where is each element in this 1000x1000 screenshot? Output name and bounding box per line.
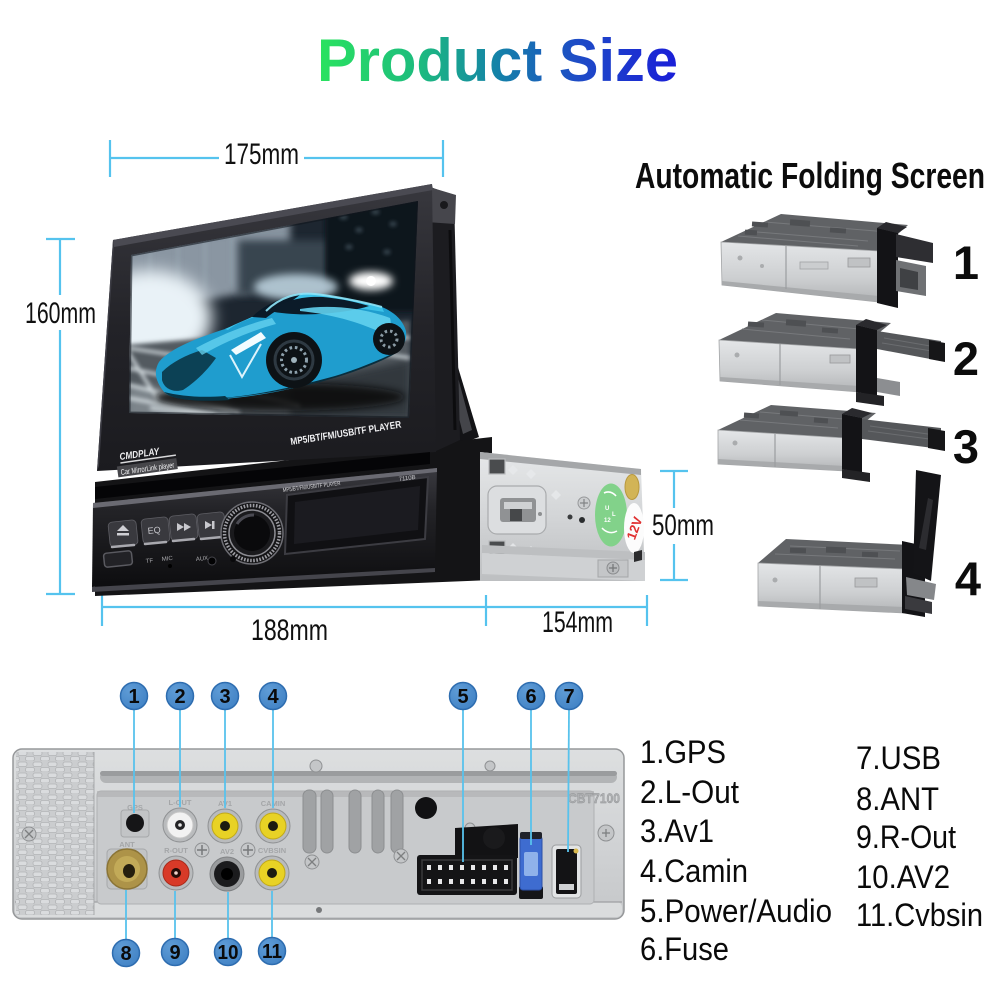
svg-text:1: 1 — [953, 236, 979, 289]
svg-text:154mm: 154mm — [542, 606, 613, 639]
svg-text:1.GPS: 1.GPS — [640, 734, 726, 770]
svg-text:8.ANT: 8.ANT — [856, 781, 939, 817]
svg-text:U: U — [605, 506, 609, 512]
svg-text:160mm: 160mm — [25, 297, 96, 330]
svg-text:CBT7100: CBT7100 — [568, 790, 620, 806]
svg-text:Automatic Folding Screen: Automatic Folding Screen — [635, 155, 985, 196]
svg-text:2: 2 — [953, 332, 979, 385]
svg-text:7110B: 7110B — [399, 475, 417, 483]
svg-text:AV2: AV2 — [220, 847, 234, 856]
svg-text:8: 8 — [120, 943, 131, 965]
svg-text:CVBSIN: CVBSIN — [258, 846, 286, 855]
svg-text:R-OUT: R-OUT — [164, 846, 188, 855]
svg-text:5.Power/Audio: 5.Power/Audio — [640, 893, 832, 929]
svg-text:3.Av1: 3.Av1 — [640, 813, 714, 849]
svg-text:11.Cvbsin: 11.Cvbsin — [856, 897, 983, 933]
svg-text:175mm: 175mm — [224, 138, 299, 171]
svg-text:AUX: AUX — [196, 556, 209, 563]
svg-text:TF: TF — [146, 558, 154, 565]
svg-text:Product Size: Product Size — [317, 27, 678, 94]
svg-text:9: 9 — [169, 942, 180, 964]
svg-text:L: L — [612, 512, 616, 518]
svg-text:MIC: MIC — [162, 556, 174, 563]
svg-text:188mm: 188mm — [251, 614, 328, 647]
svg-text:6: 6 — [525, 686, 536, 708]
svg-text:6.Fuse: 6.Fuse — [640, 931, 729, 967]
svg-text:4: 4 — [955, 552, 981, 605]
svg-text:2: 2 — [174, 686, 185, 708]
svg-text:2.L-Out: 2.L-Out — [640, 774, 739, 810]
svg-text:3: 3 — [219, 686, 230, 708]
svg-text:5: 5 — [457, 686, 468, 708]
svg-text:4.Camin: 4.Camin — [640, 853, 748, 889]
svg-text:3: 3 — [953, 420, 979, 473]
svg-text:50mm: 50mm — [652, 509, 714, 542]
svg-text:9.R-Out: 9.R-Out — [856, 819, 956, 855]
svg-text:1: 1 — [128, 686, 139, 708]
svg-text:ANT: ANT — [119, 840, 135, 849]
svg-text:10.AV2: 10.AV2 — [856, 859, 950, 895]
svg-text:GPS: GPS — [127, 803, 143, 812]
svg-text:11: 11 — [262, 941, 282, 963]
svg-text:7.USB: 7.USB — [856, 740, 941, 776]
svg-text:7: 7 — [563, 686, 574, 708]
svg-text:EQ: EQ — [147, 525, 161, 536]
svg-text:12: 12 — [604, 518, 611, 524]
svg-text:10: 10 — [218, 942, 239, 964]
svg-text:4: 4 — [267, 686, 279, 708]
